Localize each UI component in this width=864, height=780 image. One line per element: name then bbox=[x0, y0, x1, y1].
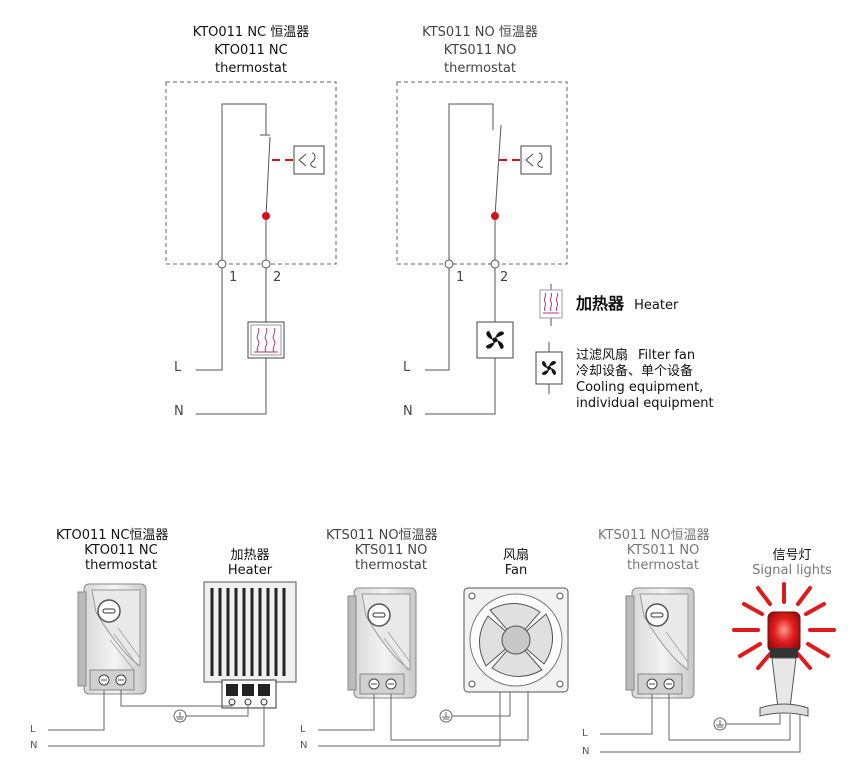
nc-L-wire bbox=[196, 268, 223, 371]
no-N-wire bbox=[425, 358, 496, 415]
nc-N-label: N bbox=[174, 404, 184, 419]
panel3-device-label: 信号灯 Signal lights bbox=[744, 548, 840, 578]
nc-L-label: L bbox=[174, 360, 182, 375]
legend-fan-en: Filter fan bbox=[638, 348, 696, 363]
nc-terminal-2-label: 2 bbox=[273, 270, 282, 285]
no-title-line1: KTS011 NO 恒温器 bbox=[422, 25, 538, 40]
no-L-wire bbox=[425, 268, 450, 371]
legend-fan: 过滤风扇 Filter fan 冷却设备、单个设备 Cooling equipme… bbox=[576, 348, 714, 412]
panel2-device-label: 风扇 Fan bbox=[488, 548, 544, 578]
top-wiring-diagrams bbox=[165, 81, 568, 415]
nc-sensor-box bbox=[293, 145, 325, 175]
legend-heater-icon bbox=[539, 284, 563, 326]
panel2-device-cn: 风扇 bbox=[502, 548, 529, 563]
panel1-wiring bbox=[48, 690, 265, 747]
panel1-device-en: Heater bbox=[227, 563, 273, 578]
panel2-title-line1: KTS011 NO恒温器 bbox=[326, 528, 438, 543]
nc-internal-wire bbox=[221, 103, 267, 262]
panel2-title: KTS011 NO恒温器 KTS011 NO thermostat bbox=[326, 528, 456, 573]
panel2-L-label: L bbox=[300, 724, 306, 735]
legend-fan-icon bbox=[535, 342, 563, 394]
panel3-signal-light bbox=[732, 582, 836, 717]
nc-title-line1: KTO011 NC 恒温器 bbox=[192, 25, 310, 40]
no-title-line2: KTS011 NO bbox=[443, 43, 517, 58]
panel1-device-cn: 加热器 bbox=[230, 548, 270, 563]
nc-red-contact bbox=[262, 212, 270, 220]
panel2-device-en: Fan bbox=[504, 563, 528, 578]
panel3-thermostat bbox=[625, 587, 695, 699]
panel1-device-label: 加热器 Heater bbox=[210, 548, 290, 578]
legend-heater: 加热器 Heater bbox=[576, 296, 678, 314]
panel1-heater bbox=[203, 581, 297, 709]
nc-N-wire bbox=[196, 358, 267, 415]
no-sensor-symbol bbox=[525, 152, 544, 168]
no-title-line3: thermostat bbox=[443, 61, 516, 76]
panel1-title: KTO011 NC恒温器 KTO011 NC thermostat bbox=[56, 528, 186, 573]
panel3-title-line3: thermostat bbox=[626, 558, 699, 573]
legend-heater-en: Heater bbox=[634, 298, 679, 313]
no-N-label: N bbox=[403, 404, 413, 419]
no-terminal-2-label: 2 bbox=[500, 270, 509, 285]
no-diagram-title: KTS011 NO 恒温器 KTS011 NO thermostat bbox=[405, 24, 555, 78]
no-switch-blade bbox=[494, 124, 502, 217]
panel1-title-line2: KTO011 NC bbox=[84, 543, 158, 558]
nc-terminal-1-label: 1 bbox=[229, 270, 238, 285]
panel2-wiring bbox=[318, 692, 529, 747]
nc-heater-icon bbox=[250, 324, 282, 356]
panel3-L-label: L bbox=[582, 728, 588, 739]
panel3-title: KTS011 NO恒温器 KTS011 NO thermostat bbox=[598, 528, 728, 573]
legend-heater-cn: 加热器 bbox=[576, 294, 625, 313]
panel3-wiring bbox=[600, 694, 801, 753]
no-terminal-1-label: 1 bbox=[456, 270, 465, 285]
panel2-title-line3: thermostat bbox=[354, 558, 427, 573]
panel2-thermostat bbox=[347, 587, 417, 699]
no-internal-wire bbox=[448, 103, 494, 262]
panel3-N-label: N bbox=[582, 746, 590, 757]
no-red-contact bbox=[491, 212, 499, 220]
panel1-N-label: N bbox=[30, 740, 38, 751]
nc-sensor-symbol bbox=[298, 152, 317, 168]
nc-diagram-title: KTO011 NC 恒温器 KTO011 NC thermostat bbox=[176, 24, 326, 78]
no-thermostat-enclosure bbox=[396, 81, 568, 265]
panel3-title-line1: KTS011 NO恒温器 bbox=[598, 528, 710, 543]
legend-fan-line3: Cooling equipment, bbox=[576, 380, 704, 395]
panel1-title-line1: KTO011 NC恒温器 bbox=[56, 528, 169, 543]
nc-thermostat-diagram bbox=[165, 81, 337, 415]
nc-switch-blade bbox=[265, 136, 271, 217]
legend-fan-cn: 过滤风扇 bbox=[576, 348, 629, 363]
legend-fan-line2: 冷却设备、单个设备 bbox=[576, 364, 694, 379]
panel1-L-label: L bbox=[30, 724, 36, 735]
panel2-N-label: N bbox=[300, 740, 308, 751]
no-fan-icon bbox=[476, 321, 514, 359]
nc-title-line3: thermostat bbox=[214, 61, 287, 76]
panel1-title-line3: thermostat bbox=[84, 558, 157, 573]
panel3-device-en: Signal lights bbox=[752, 563, 832, 578]
panel2-title-line2: KTS011 NO bbox=[354, 543, 428, 558]
no-sensor-box bbox=[520, 145, 552, 175]
nc-title-line2: KTO011 NC bbox=[214, 43, 288, 58]
panel3-device-cn: 信号灯 bbox=[772, 548, 812, 563]
no-L-label: L bbox=[403, 360, 411, 375]
panel1-thermostat bbox=[77, 583, 147, 695]
legend-fan-line4: individual equipment bbox=[576, 396, 714, 411]
panel3-title-line2: KTS011 NO bbox=[626, 543, 700, 558]
panel2-fan bbox=[463, 587, 569, 693]
no-thermostat-diagram bbox=[396, 81, 568, 415]
nc-thermostat-enclosure bbox=[165, 81, 337, 265]
